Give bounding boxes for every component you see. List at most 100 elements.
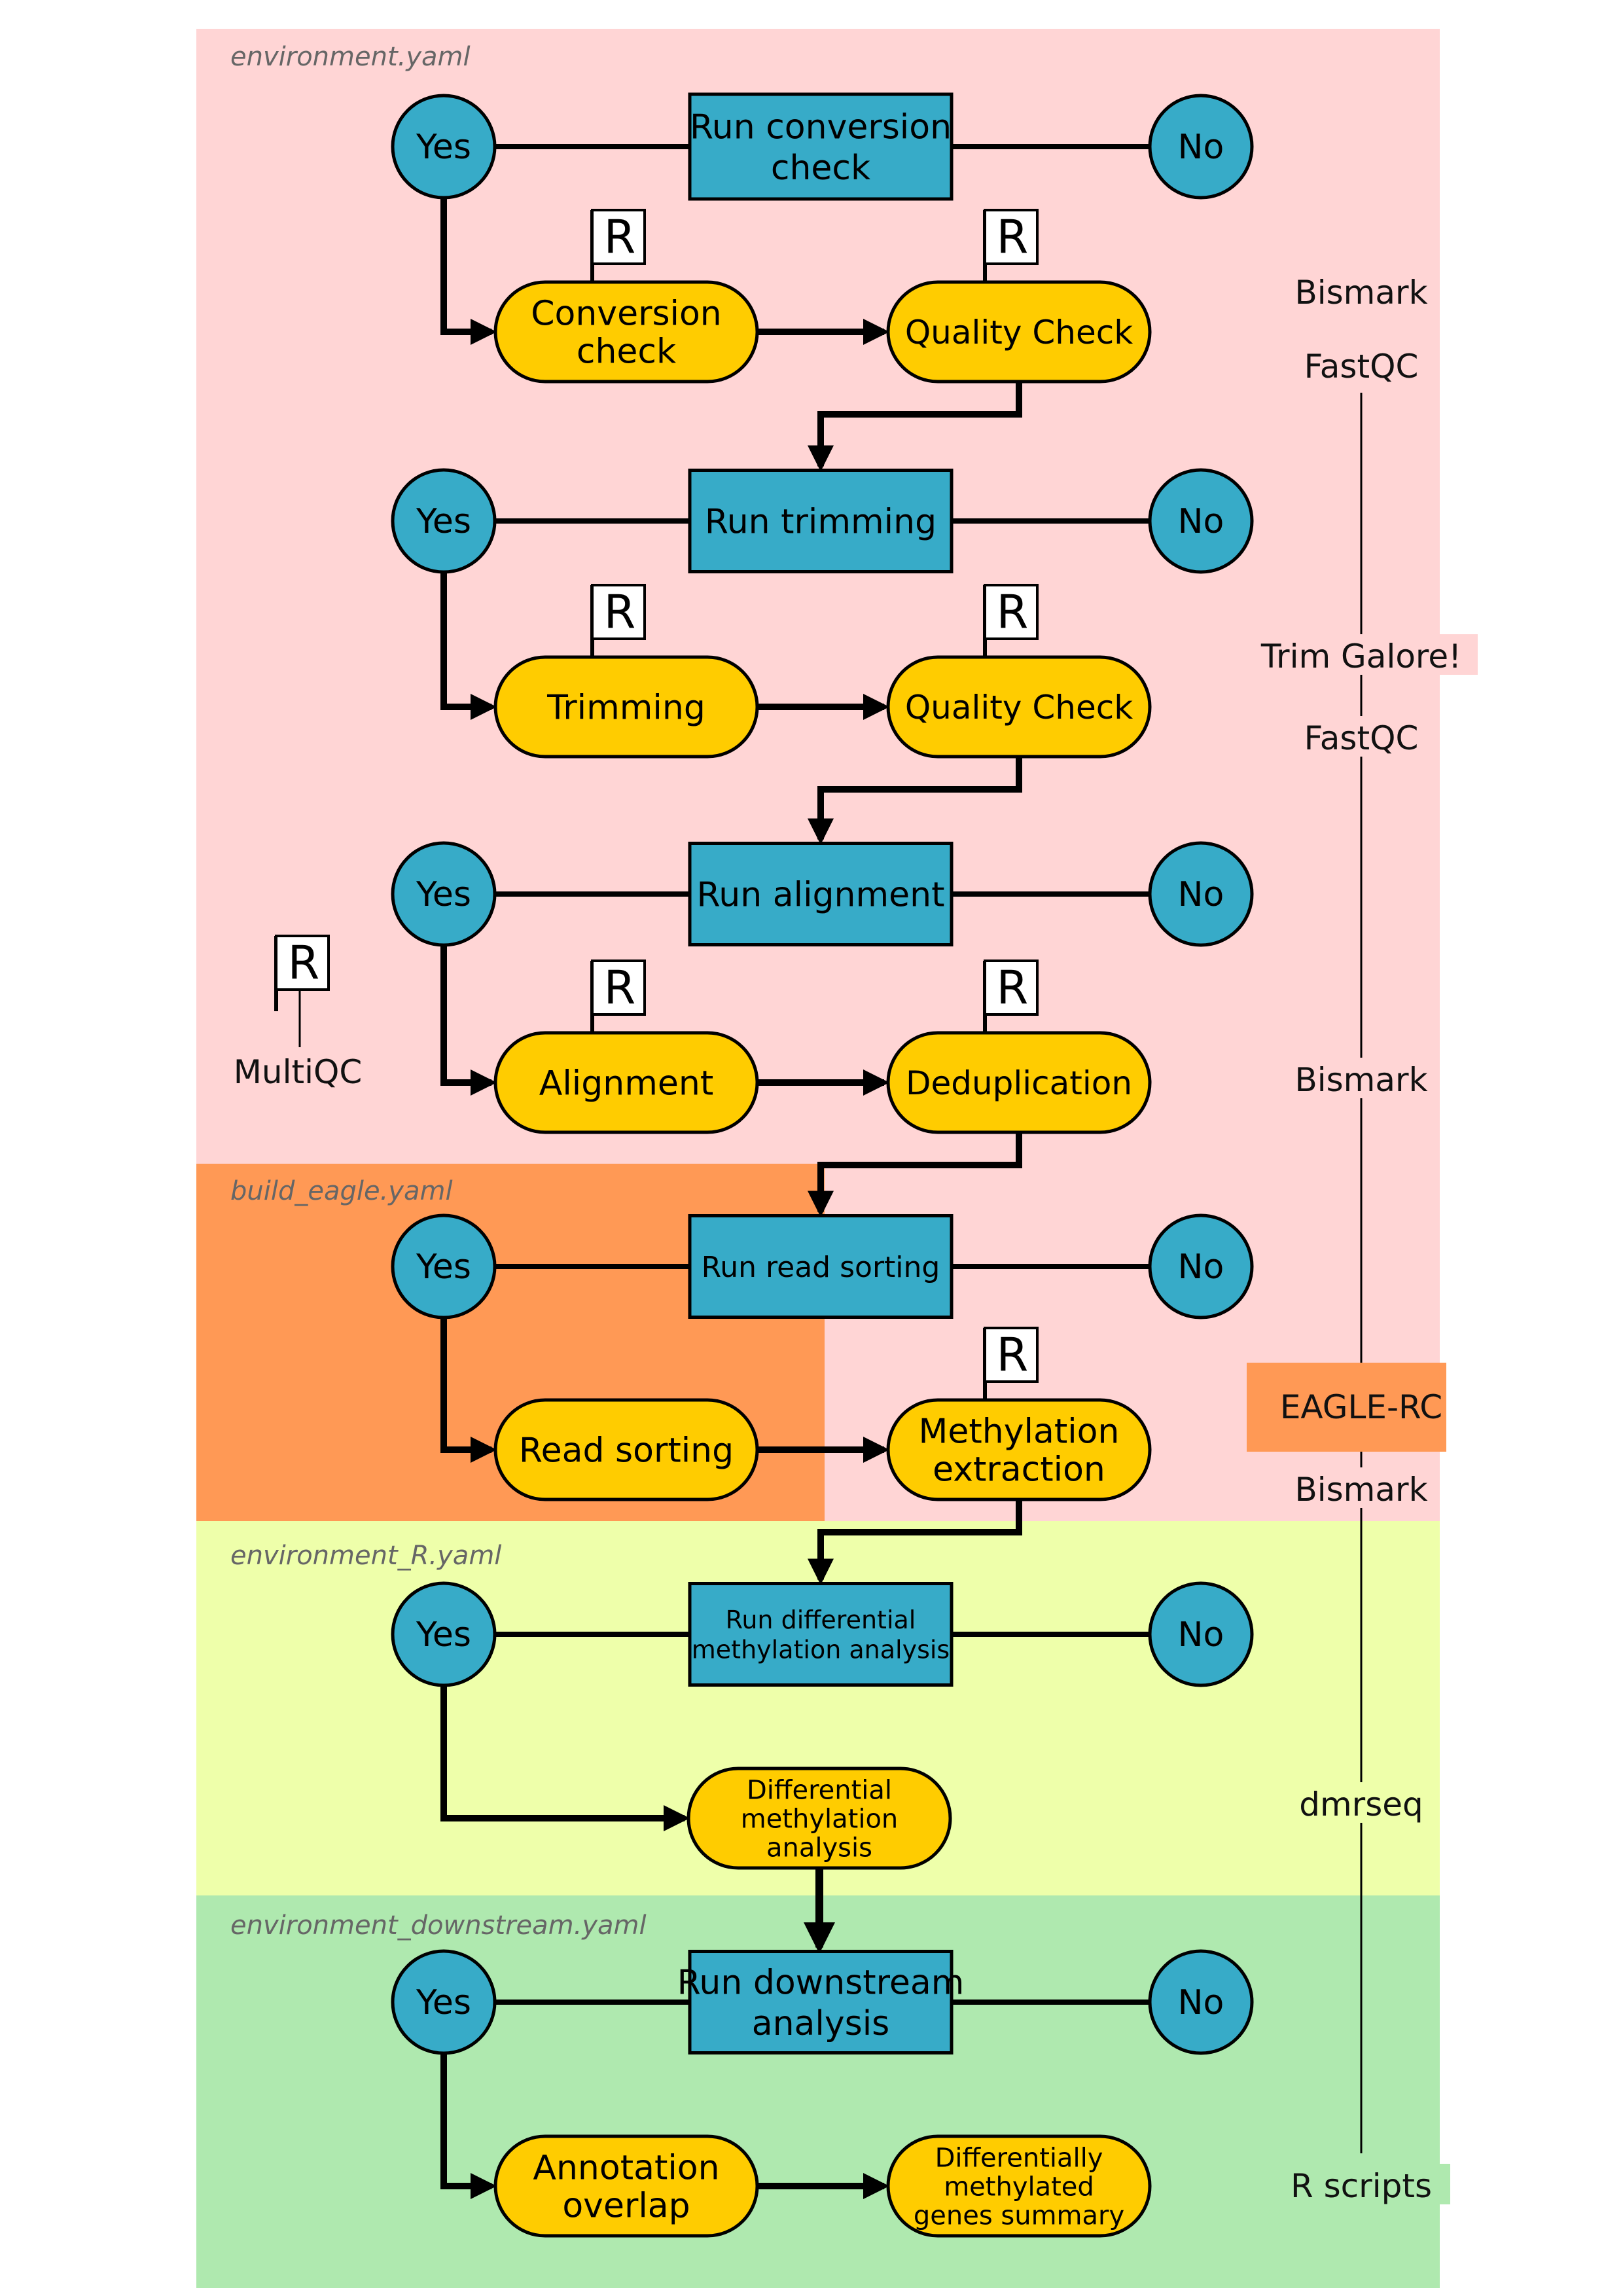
process-step-label: Alignment xyxy=(539,1064,713,1103)
run-box xyxy=(688,1582,954,1687)
connector-layer xyxy=(440,144,1201,2199)
report-flag-icon xyxy=(984,584,1039,640)
tool-label-mask xyxy=(1272,2164,1450,2204)
stage-to-stage-connector xyxy=(808,757,1022,845)
yes-label: Yes xyxy=(416,502,471,541)
stage-to-stage-connector xyxy=(808,1499,1022,1585)
tool-label: EAGLE-RC xyxy=(1280,1388,1442,1426)
report-flag-label: R xyxy=(997,585,1029,639)
yes-to-step-connector xyxy=(440,572,497,720)
process-step xyxy=(493,1398,759,1501)
tool-label: FastQC xyxy=(1304,348,1419,386)
run-box-label-line: Run trimming xyxy=(705,503,936,542)
run-box-label: Run alignment xyxy=(697,876,945,915)
env-label: environment_R.yaml xyxy=(230,1541,501,1571)
yes-node xyxy=(391,1581,497,1687)
tool-label: Trim Galore! xyxy=(1260,637,1461,675)
yes-node xyxy=(391,468,497,574)
process-step-label-line: extraction xyxy=(933,1450,1105,1490)
yes-to-step-connector xyxy=(440,198,497,345)
report-flag-label: R xyxy=(604,585,636,639)
no-node xyxy=(1148,94,1254,200)
process-step xyxy=(493,655,759,759)
run-box-label-line: methylation analysis xyxy=(692,1635,950,1664)
tool-label-mask xyxy=(1300,1782,1423,1823)
no-label: No xyxy=(1178,1615,1224,1655)
report-flag-icon xyxy=(984,1327,1039,1383)
report-flag-icon xyxy=(591,960,646,1016)
run-box xyxy=(688,92,954,201)
multiqc-report: R MultiQC xyxy=(234,935,362,1091)
tool-label-mask xyxy=(1300,344,1423,385)
tool-label-mask xyxy=(1291,1058,1432,1098)
multiqc-label: MultiQC xyxy=(234,1053,362,1091)
process-step-label-line: Methylation xyxy=(919,1412,1120,1452)
run-box-label-line: check xyxy=(771,149,870,188)
process-step-label-line: Quality Check xyxy=(905,689,1133,726)
yes-node xyxy=(391,1213,497,1319)
process-step xyxy=(886,655,1152,759)
no-label: No xyxy=(1178,1247,1224,1287)
process-step-label-line: Quality Check xyxy=(905,314,1133,351)
eagle-rc-box xyxy=(1247,1363,1446,1452)
process-step-label: Quality Check xyxy=(905,689,1133,726)
process-step-label-line: Alignment xyxy=(539,1064,713,1103)
report-flag-icon xyxy=(591,209,646,265)
process-step-label: Trimming xyxy=(546,689,705,728)
report-flag-label: R xyxy=(997,1328,1029,1382)
process-step-label-line: Annotation xyxy=(533,2149,719,2188)
tool-label-mask xyxy=(1291,270,1432,311)
report-flag-icon xyxy=(275,935,330,991)
stage-to-stage-connector xyxy=(808,382,1022,472)
yes-to-step-connector xyxy=(440,945,497,1096)
tool-label-mask xyxy=(1245,634,1478,675)
report-flag-icon xyxy=(984,209,1039,265)
environment-layer: environment.yamlbuild_eagle.yamlenvironm… xyxy=(196,29,1440,2288)
yes-label: Yes xyxy=(416,1615,471,1655)
report-flag-icon xyxy=(984,960,1039,1016)
yes-to-step-connector xyxy=(440,1685,690,1831)
no-node xyxy=(1148,1213,1254,1319)
env-label: environment.yaml xyxy=(230,42,471,72)
no-node xyxy=(1148,841,1254,947)
tool-label: R scripts xyxy=(1291,2167,1432,2205)
process-step xyxy=(886,2134,1152,2238)
yes-node xyxy=(391,841,497,947)
report-flag-label: R xyxy=(604,210,636,264)
tool-label-mask xyxy=(1300,716,1423,757)
report-flag-label: R xyxy=(288,936,320,990)
tool-label: FastQC xyxy=(1304,719,1419,757)
no-label: No xyxy=(1178,502,1224,541)
yes-label: Yes xyxy=(416,128,471,167)
process-step xyxy=(687,1767,952,1870)
process-step-label-line: Read sorting xyxy=(519,1431,734,1471)
process-step-label: Deduplication xyxy=(906,1064,1132,1102)
tool-label-mask xyxy=(1291,1467,1432,1508)
process-step-label-line: genes summary xyxy=(914,2200,1124,2231)
process-step xyxy=(493,2134,759,2238)
process-step xyxy=(886,1398,1152,1501)
yes-to-step-connector xyxy=(440,1318,497,1463)
env-block-environment xyxy=(196,29,1440,1251)
run-box-label-line: Run conversion xyxy=(690,108,952,147)
yes-label: Yes xyxy=(416,1983,471,2022)
process-step-label-line: Differentially xyxy=(935,2143,1103,2173)
process-step-label-line: overlap xyxy=(562,2187,690,2226)
no-node xyxy=(1148,1581,1254,1687)
run-box-label-line: Run differential xyxy=(726,1605,916,1634)
yes-label: Yes xyxy=(416,1247,471,1287)
run-box-label-line: Run read sorting xyxy=(702,1251,940,1284)
report-flag-label: R xyxy=(604,961,636,1014)
env-label: environment_downstream.yaml xyxy=(230,1910,647,1941)
stage-to-stage-connector xyxy=(808,1132,1022,1217)
run-box xyxy=(688,1214,954,1319)
process-step-label: Read sorting xyxy=(519,1431,734,1471)
